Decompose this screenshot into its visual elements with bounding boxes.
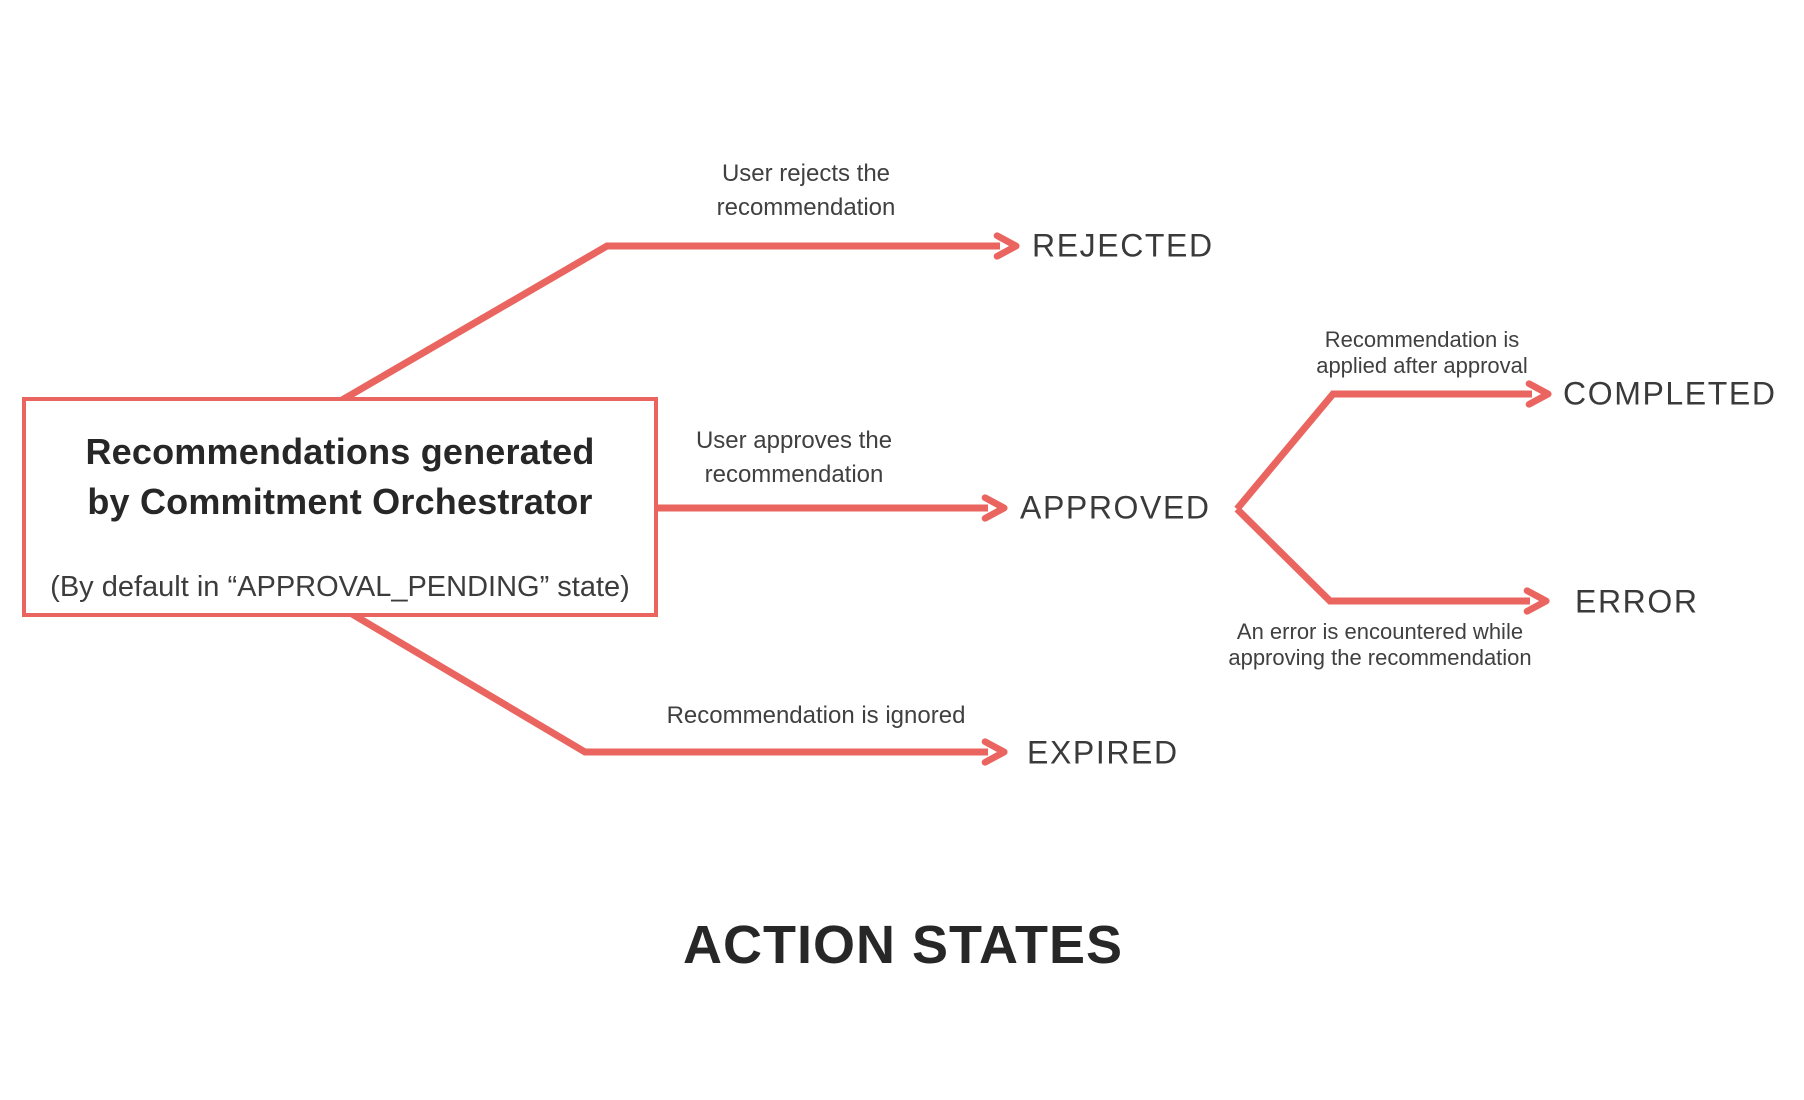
edge-completed-connector [1234,380,1552,512]
state-label-rejected: REJECTED [1032,227,1214,264]
state-label-approved: APPROVED [1020,489,1211,526]
source-box-title: Recommendations generated by Commitment … [85,431,595,522]
source-box-subtitle: (By default in “APPROVAL_PENDING” state) [50,571,630,603]
edge-label-completed: Recommendation is applied after approval [1316,327,1528,378]
edge-error-connector [1234,506,1550,615]
edge-expired-connector [350,610,1008,766]
state-label-error: ERROR [1575,583,1699,620]
edge-label-expired: Recommendation is ignored [666,702,966,729]
edge-rejected-connector [340,232,1020,404]
edge-label-rejected: User rejects the recommendation [716,160,896,221]
edge-label-error: An error is encountered while approving … [1228,619,1532,670]
diagram-title: ACTION STATES [683,915,1123,975]
state-label-expired: EXPIRED [1027,734,1179,771]
edge-label-approved: User approves the recommendation [695,427,893,488]
state-label-completed: COMPLETED [1563,375,1777,412]
source-box: Recommendations generated by Commitment … [22,397,658,617]
